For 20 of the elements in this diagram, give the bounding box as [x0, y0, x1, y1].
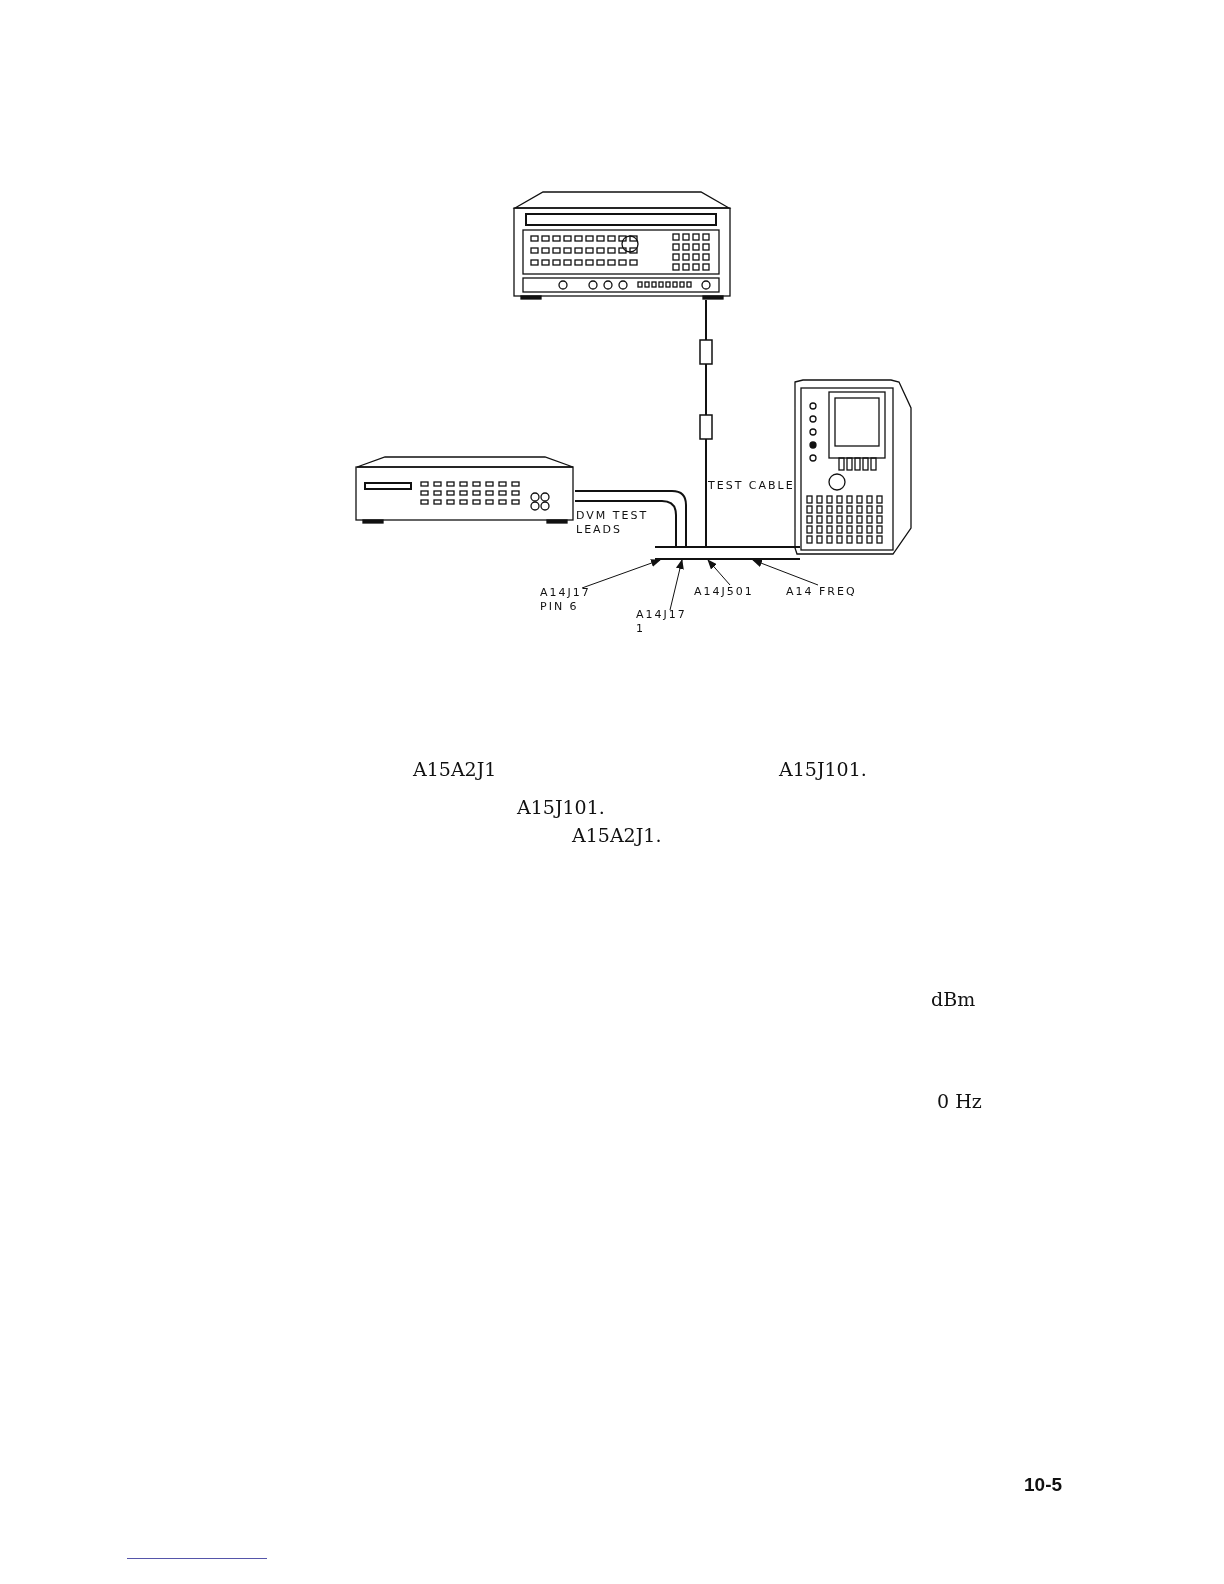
part-reference: A15J101. — [517, 796, 605, 818]
cable — [705, 299, 707, 547]
cable — [574, 500, 677, 547]
unit-text: 0 Hz — [937, 1090, 982, 1112]
cable-label: DVM TEST LEADS — [576, 509, 650, 537]
callout-label: A14J17 1 — [636, 608, 696, 636]
part-reference: A15A2J1. — [572, 824, 662, 846]
leader-line — [669, 559, 684, 611]
cable — [574, 490, 687, 547]
callout-label: A14J501 — [694, 585, 764, 599]
leader-line — [752, 559, 819, 586]
leader-line — [707, 559, 731, 586]
cable-label: TEST CABLE — [708, 479, 796, 493]
leader-line — [581, 559, 661, 589]
page-number: 10-5 — [1024, 1474, 1063, 1496]
unit-text: dBm — [931, 988, 976, 1010]
part-reference: A15A2J1 — [413, 758, 497, 780]
callout-label: A14J17 PIN 6 — [540, 586, 610, 614]
callout-label: A14 FREQ — [786, 585, 862, 599]
part-reference: A15J101. — [779, 758, 867, 780]
